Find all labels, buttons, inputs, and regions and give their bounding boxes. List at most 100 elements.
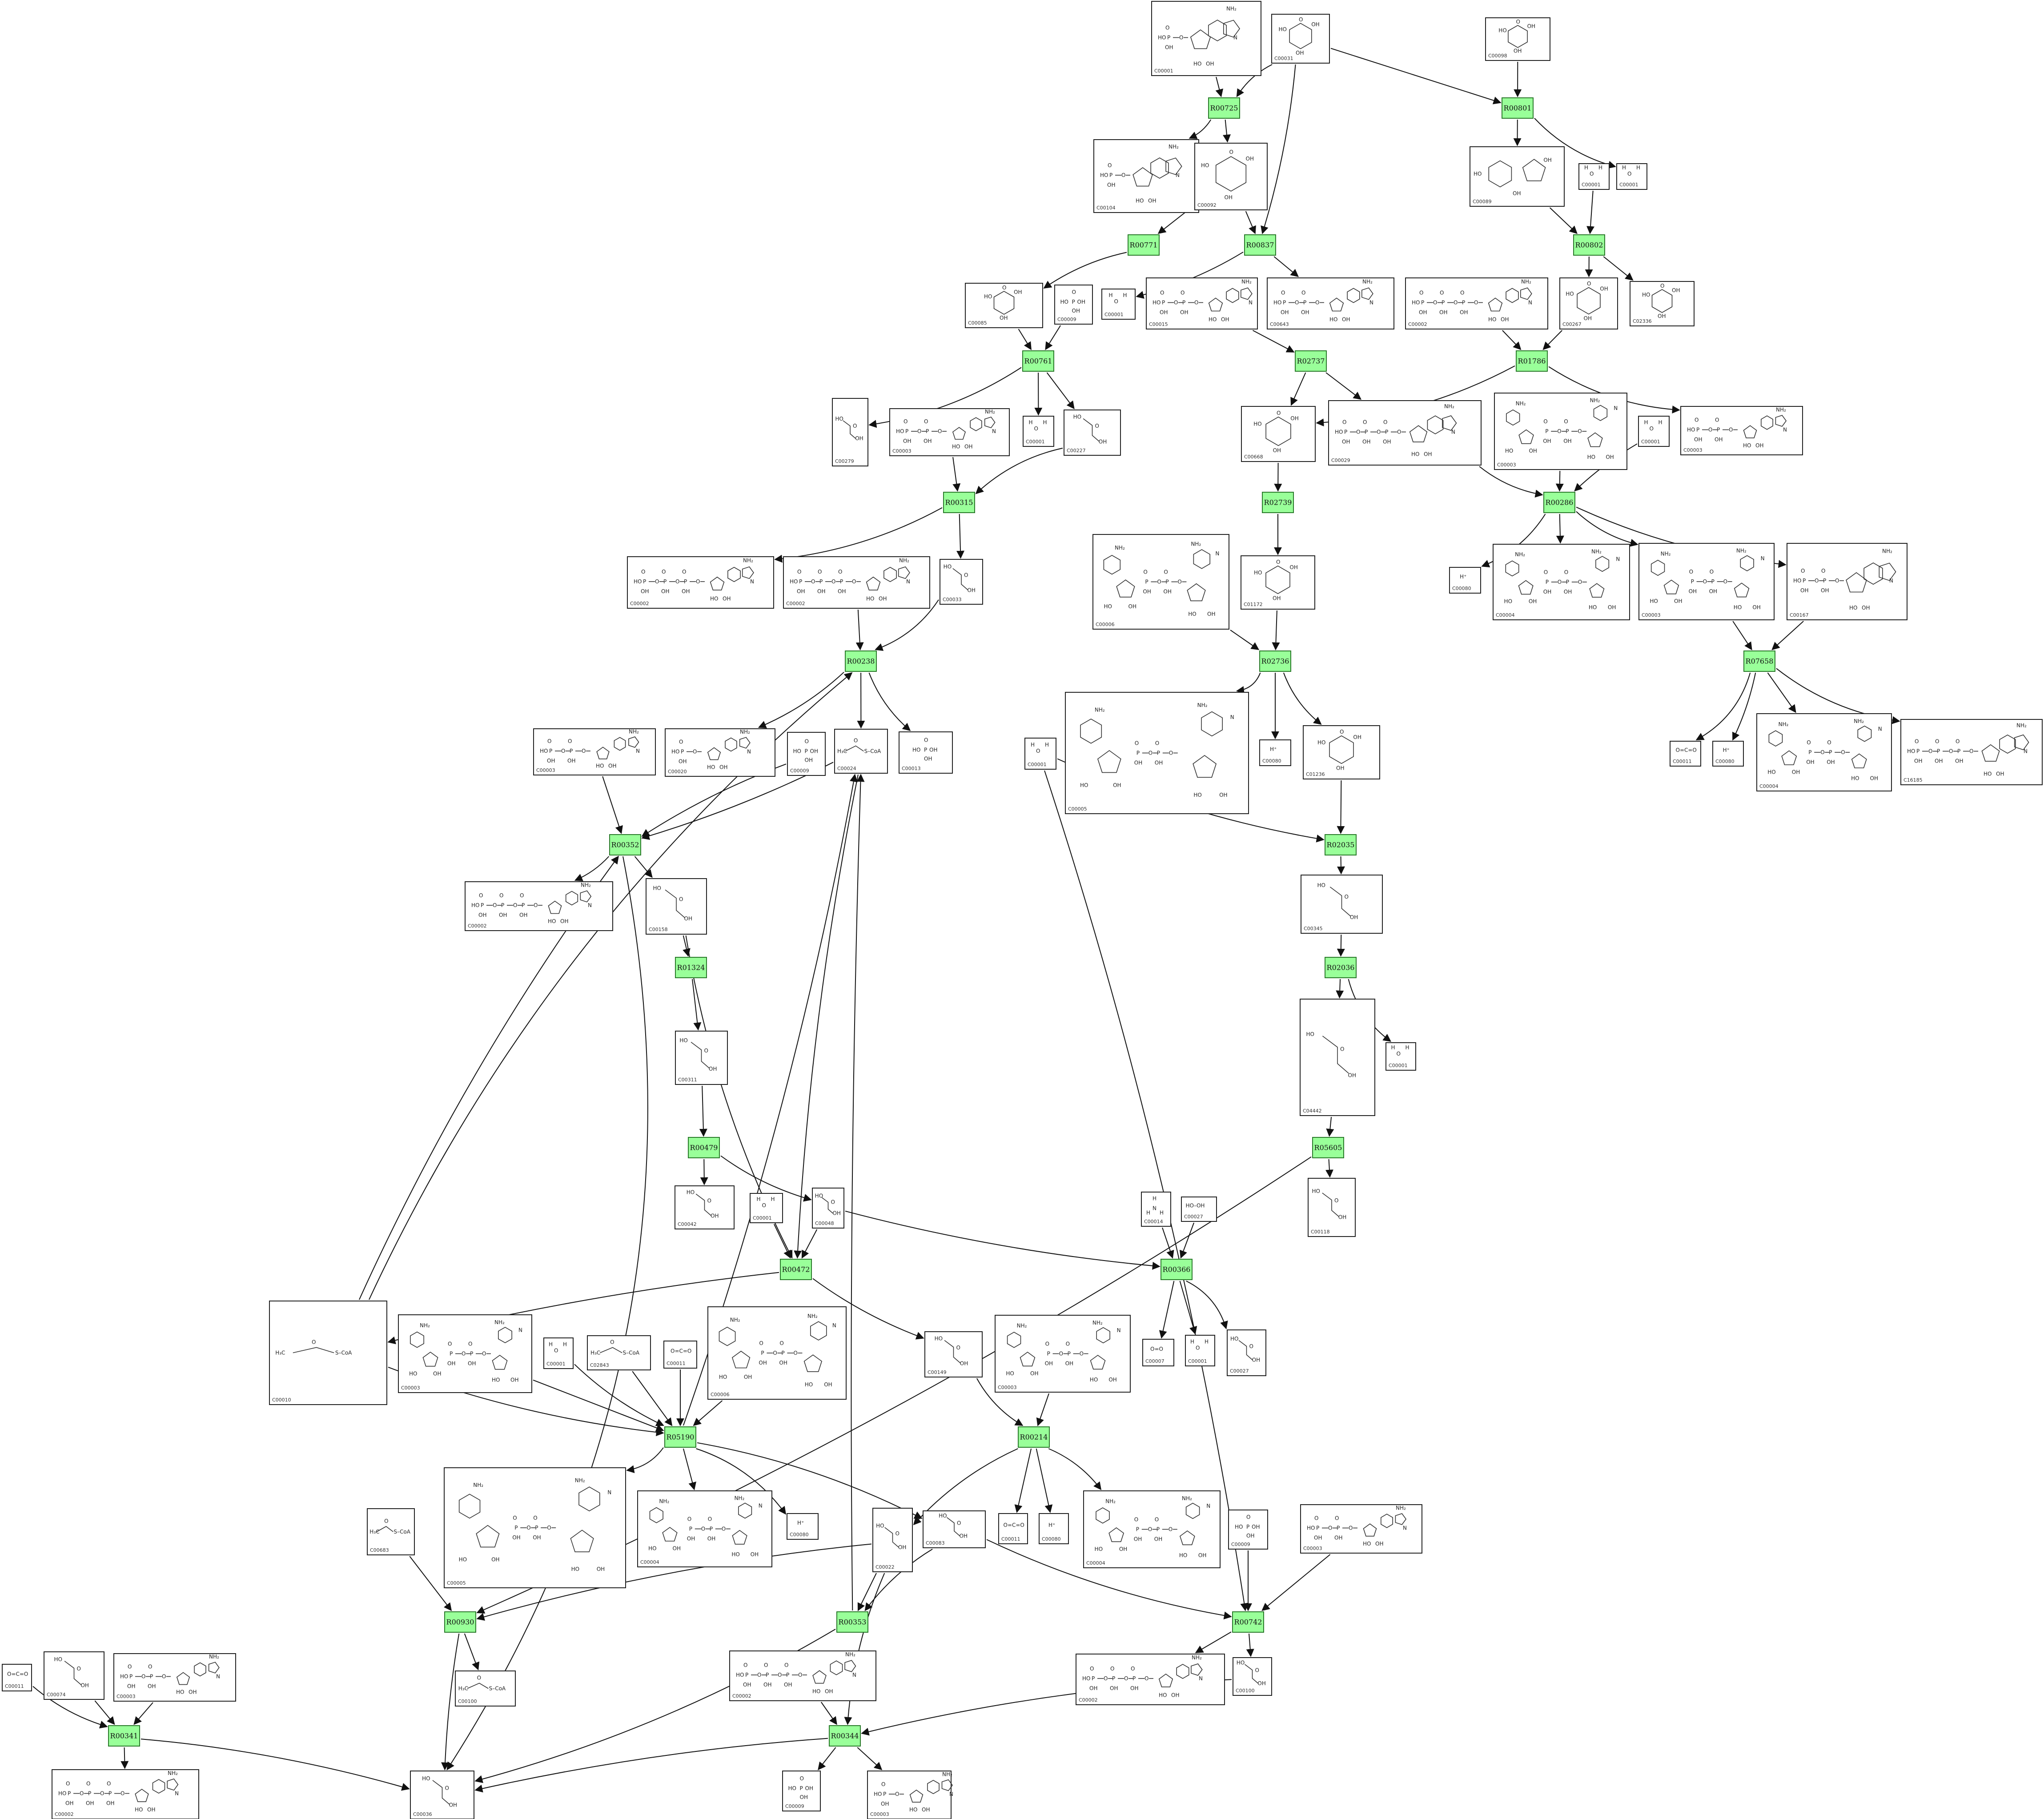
reaction-node[interactable]: R00366 — [1161, 1259, 1193, 1280]
compound-node[interactable]: H⁺C00080 — [787, 1513, 819, 1540]
compound-node[interactable]: H⁺C00080 — [1039, 1513, 1069, 1544]
compound-node[interactable]: H⁺C00080 — [1259, 739, 1291, 766]
reaction-node[interactable]: R00341 — [108, 1725, 140, 1747]
reaction-node[interactable]: R07658 — [1743, 651, 1775, 672]
reaction-node[interactable]: R00214 — [1018, 1426, 1050, 1448]
reaction-node[interactable]: R00286 — [1543, 492, 1575, 513]
reaction-node[interactable]: R00353 — [836, 1611, 868, 1633]
reaction-node[interactable]: R00930 — [444, 1611, 476, 1633]
reaction-node[interactable]: R02737 — [1295, 350, 1327, 372]
compound-node[interactable]: H⁺C00080 — [1712, 741, 1744, 767]
reaction-node[interactable]: R00352 — [609, 834, 641, 855]
reaction-node[interactable]: R00479 — [688, 1137, 720, 1158]
reaction-node[interactable]: R00801 — [1502, 97, 1534, 119]
reaction-node[interactable]: R00344 — [829, 1725, 861, 1747]
reaction-node[interactable]: R00742 — [1232, 1611, 1264, 1633]
reaction-node[interactable]: R00472 — [780, 1259, 812, 1280]
compound-node[interactable]: H⁺C00080 — [1449, 567, 1481, 594]
reaction-node[interactable]: R00238 — [845, 651, 877, 672]
reaction-node[interactable]: R02736 — [1259, 651, 1291, 672]
reaction-node[interactable]: R05605 — [1312, 1137, 1344, 1158]
reaction-node[interactable]: R00725 — [1208, 97, 1240, 119]
reaction-node[interactable]: R02739 — [1262, 492, 1294, 513]
reaction-node[interactable]: R00771 — [1128, 234, 1160, 256]
reaction-node[interactable]: R01324 — [675, 957, 707, 978]
reaction-node[interactable]: R05190 — [664, 1426, 696, 1448]
